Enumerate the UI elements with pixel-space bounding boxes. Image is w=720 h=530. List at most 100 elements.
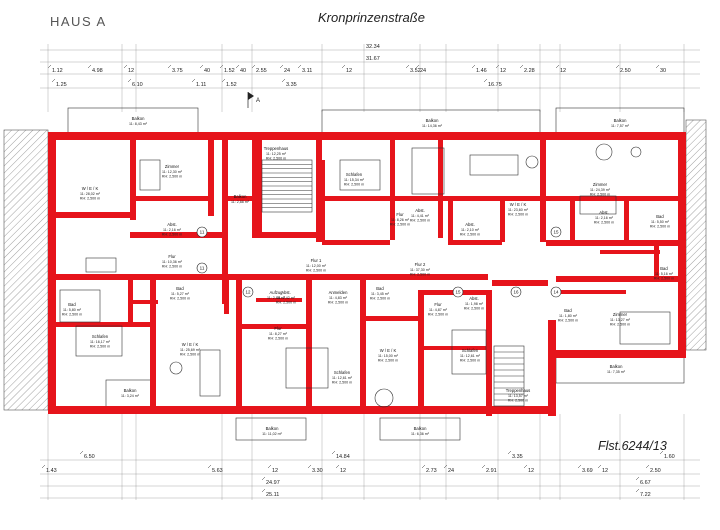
room-height: RH: 2,500 m [62,313,82,317]
room-name: Zimmer [613,312,628,317]
step-number-marker: 16 [510,286,522,298]
room-area: 11: 24,39 m² [590,188,611,192]
balcony-name: Balkon [132,116,145,121]
room-name: Zimmer [593,182,608,187]
room-area: 11: 12,25 m² [266,152,287,156]
room-height: RH: 2,500 m [162,175,182,179]
room-area: 11: 13,27 m² [610,318,631,322]
balcony-name: Balkon [426,118,439,123]
step-number: 12 [245,290,251,295]
room-name: Bad [564,308,572,313]
room-height: RH: 2,500 m [344,183,364,187]
room-name: Abst. [415,208,425,213]
room-height: RH: 2,500 m [610,323,630,327]
hatched-wall-right [685,119,707,351]
room-area: 11: 23,60 m² [508,208,529,212]
dim-label: 1.52 [226,82,237,88]
dim-label: 24 [448,468,454,474]
room-height: RH: 2,500 m [428,313,448,317]
step-number: 16 [513,290,519,295]
svg-text:A: A [256,98,260,104]
bottom-dimension-lines [40,459,700,499]
balcony-name: Balkon [266,426,279,431]
room-height: RH: 2,500 m [410,219,430,223]
room-name: Treppenhaus [506,388,531,393]
room-area: 11: 5,80 m² [63,308,82,312]
dim-total: 32.34 [366,44,380,50]
room-name: Flur [274,326,282,331]
dim-label: 3.35 [286,82,297,88]
dim-label: 1.12 [52,68,63,74]
room-area: 11: 12,61 m² [460,354,481,358]
room-height: RH: 2,500 m [170,297,190,301]
step-number-marker: 15 [550,226,562,238]
staircase-2 [493,345,525,407]
balcony-area: 11: 6,36 m² [411,432,430,436]
dim-label: 24 [420,68,426,74]
dim-label: 1.43 [46,468,57,474]
balcony-area: 11: 11,02 m² [262,432,282,436]
room-height: RH: 2,500 m [90,345,110,349]
room-height: RH: 2,500 m [590,193,610,197]
room-name: W / E / K [82,186,99,191]
room-name: Zimmer [165,164,180,169]
dim-row2: 31.67 [366,56,380,62]
room-area: 11: 25,69 m² [180,348,201,352]
dim-label: 1.60 [664,454,675,460]
room-height: RH: 2,500 m [268,337,288,341]
room-area: 11: 2,88 m² [267,296,286,300]
room-area: 11: 12,61 m² [332,376,353,380]
dim-label: 2.50 [620,68,631,74]
dim-label: 30 [660,68,666,74]
room-height: RH: 2,500 m [328,301,348,305]
dim-label: 12 [602,468,608,474]
room-name: Abst. [281,290,291,295]
dim-label: 24 [284,68,290,74]
room-area: 11: 4,41 m² [411,214,430,218]
dim-label: 1.52 [224,68,235,74]
room-height: RH: 2,500 m [370,297,390,301]
section-marker-icon: A [247,92,260,108]
room-name: Schlafen [346,172,363,177]
step-number: 14 [553,290,559,295]
room-area: 11: 13,57 m² [508,394,529,398]
dim-label: 2.28 [524,68,535,74]
room-height: RH: 2,500 m [180,353,200,357]
room-height: RH: 2,500 m [460,233,480,237]
room-height: RH: 2,500 m [390,223,410,227]
dim-label: 6.67 [640,480,651,486]
room-name: Anmelden [329,290,349,295]
dim-label: 3.30 [312,468,323,474]
dim-label: 4.98 [92,68,103,74]
balcony-name: Balkon [610,364,623,369]
room-name: Schlafen [334,370,351,375]
room-area: 11: 8,27 m² [269,332,288,336]
room-height: RH: 2,500 m [306,269,326,273]
room-name: W / E / K [510,202,527,207]
